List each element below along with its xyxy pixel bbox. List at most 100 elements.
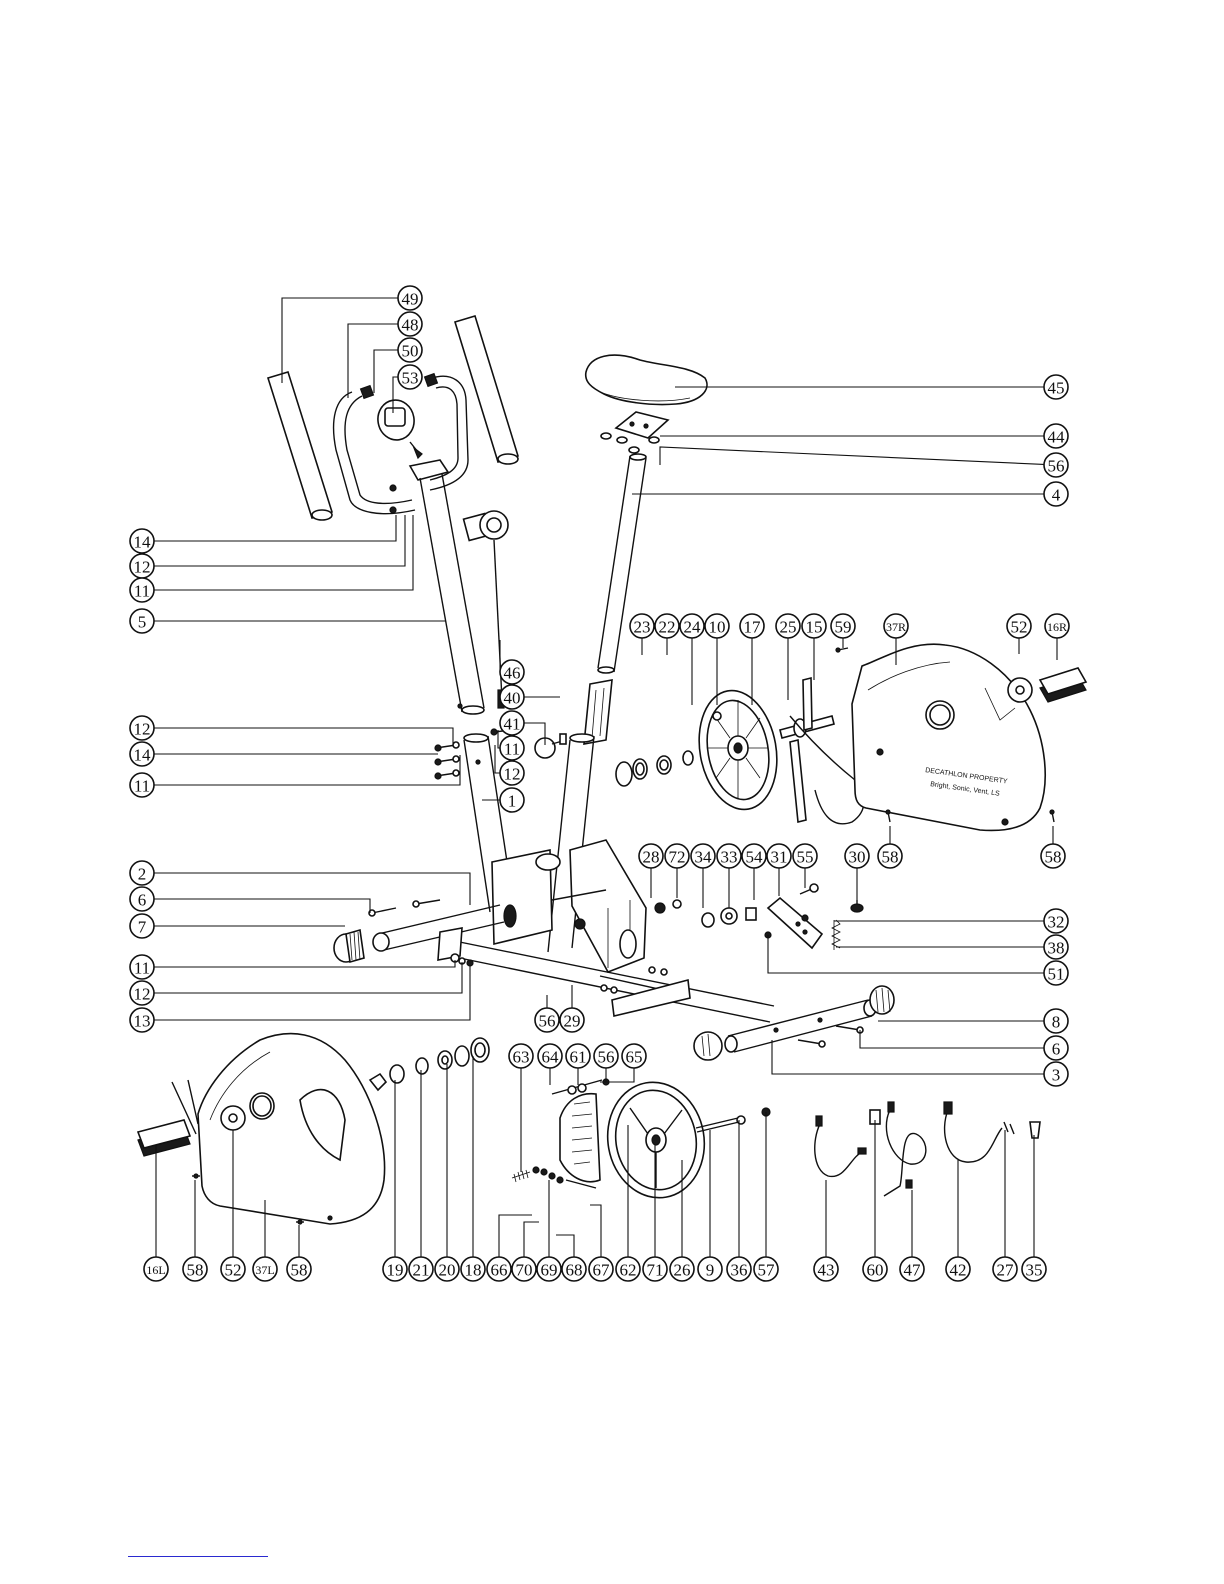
seat-adjustment-knob (535, 734, 566, 758)
callout-number: 67 (593, 1261, 611, 1280)
seat-bracket (601, 412, 668, 453)
front-stabilizer-bolts (369, 900, 440, 916)
callout-number: 37R (886, 620, 906, 634)
rear-stabilizer-bolts (798, 1026, 863, 1047)
callout-number: 2 (138, 865, 147, 884)
callout-66: 66 (487, 1257, 511, 1281)
left-chain-cover (198, 1034, 385, 1224)
callout-58: 58 (183, 1257, 207, 1281)
callout-number: 12 (134, 720, 151, 739)
callout-7: 7 (130, 914, 154, 938)
callout-51: 51 (1044, 961, 1068, 985)
left-pedal-flange (221, 1106, 245, 1130)
callout-number: 11 (134, 959, 150, 978)
handlebar-frame (334, 374, 468, 514)
callout-number: 66 (491, 1261, 508, 1280)
callout-number: 58 (187, 1261, 204, 1280)
leader-line-56 (660, 447, 1044, 465)
callout-50: 50 (398, 338, 422, 362)
callout-number: 8 (1052, 1013, 1061, 1032)
callout-number: 34 (695, 848, 713, 867)
callout-number: 62 (620, 1261, 637, 1280)
callout-number: 24 (684, 618, 702, 637)
leader-line-50 (374, 350, 398, 393)
callout-number: 16L (146, 1263, 165, 1277)
callout-42: 42 (946, 1257, 970, 1281)
callout-58: 58 (1041, 844, 1065, 868)
callout-56: 56 (1044, 453, 1068, 477)
callout-68: 68 (562, 1257, 586, 1281)
callout-number: 11 (134, 582, 150, 601)
callout-64: 64 (538, 1044, 562, 1068)
callout-number: 54 (746, 848, 764, 867)
callout-number: 49 (402, 290, 419, 309)
callout-number: 23 (634, 618, 651, 637)
left-pedal (138, 1080, 198, 1156)
callout-number: 65 (626, 1048, 643, 1067)
callout-number: 22 (659, 618, 676, 637)
callout-71: 71 (643, 1257, 667, 1281)
callout-number: 46 (504, 664, 521, 683)
leader-line-67 (590, 1205, 601, 1257)
callout-number: 52 (225, 1261, 242, 1280)
left-bearing-set (370, 1038, 489, 1090)
callout-number: 11 (134, 777, 150, 796)
cable-42 (944, 1102, 1002, 1162)
callout-48: 48 (398, 312, 422, 336)
callout-number: 42 (950, 1261, 967, 1280)
callout-number: 53 (402, 369, 419, 388)
callout-number: 16R (1047, 620, 1067, 634)
callout-number: 27 (997, 1261, 1015, 1280)
callout-57: 57 (754, 1257, 778, 1281)
callout-33: 33 (717, 844, 741, 868)
callout-number: 40 (504, 689, 521, 708)
callout-number: 51 (1048, 965, 1065, 984)
callout-21: 21 (409, 1257, 433, 1281)
callout-52: 52 (1007, 614, 1031, 638)
handlebar-grip-left (268, 372, 332, 520)
callout-59: 59 (831, 614, 855, 638)
callout-20: 20 (435, 1257, 459, 1281)
callout-number: 28 (643, 848, 660, 867)
callout-number: 58 (291, 1261, 308, 1280)
crank-pulley (690, 684, 786, 815)
leader-line-6 (154, 899, 370, 913)
callout-26: 26 (670, 1257, 694, 1281)
leader-line-66 (499, 1215, 532, 1257)
callout-number: 12 (504, 765, 521, 784)
callout-5: 5 (130, 609, 154, 633)
callout-number: 32 (1048, 913, 1065, 932)
callout-19: 19 (383, 1257, 407, 1281)
callout-4: 4 (1044, 482, 1068, 506)
callout-45: 45 (1044, 375, 1068, 399)
callout-number: 12 (134, 558, 151, 577)
right-pedal-flange (1008, 678, 1032, 702)
right-pedal (1040, 668, 1086, 702)
callout-15: 15 (802, 614, 826, 638)
leader-line-14 (154, 515, 396, 541)
callout-number: 50 (402, 342, 419, 361)
callout-number: 59 (835, 618, 852, 637)
callout-65: 65 (622, 1044, 646, 1068)
callout-number: 20 (439, 1261, 456, 1280)
callout-number: 5 (138, 613, 147, 632)
callout-56: 56 (535, 1008, 559, 1032)
callout-14: 14 (130, 529, 154, 553)
leader-line-70 (524, 1222, 539, 1257)
callout-number: 9 (706, 1261, 715, 1280)
callout-number: 64 (542, 1048, 560, 1067)
callout-number: 37L (255, 1263, 274, 1277)
callout-69: 69 (537, 1257, 561, 1281)
callout-67: 67 (589, 1257, 613, 1281)
callout-number: 7 (138, 918, 147, 937)
callout-number: 47 (904, 1261, 922, 1280)
leader-line-11 (154, 755, 460, 785)
right-chain-cover: DECATHLON PROPERTY Bright, Sonic, Vent, … (852, 644, 1045, 830)
callout-number: 60 (867, 1261, 884, 1280)
console-computer (375, 397, 422, 458)
callout-46: 46 (500, 660, 524, 684)
callout-24: 24 (680, 614, 704, 638)
callout-31: 31 (767, 844, 791, 868)
callout-12: 12 (500, 761, 524, 785)
callout-number: 13 (134, 1012, 151, 1031)
